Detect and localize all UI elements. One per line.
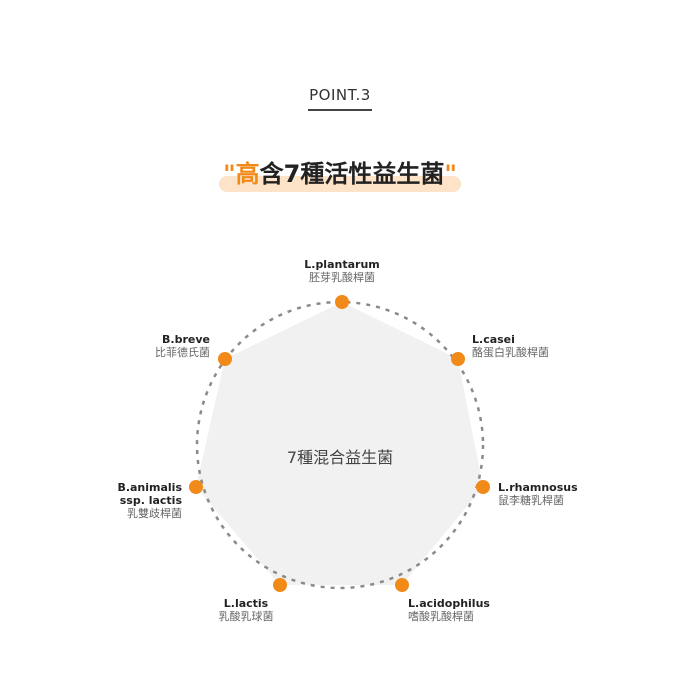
node-label-animalis: B.animalis ssp. lactis 乳雙歧桿菌	[60, 481, 182, 520]
node-dot-lactis	[273, 578, 287, 592]
node-zh: 乳酸乳球菌	[218, 610, 274, 623]
node-en: B.breve	[162, 333, 210, 346]
center-label: 7種混合益生菌	[286, 448, 394, 467]
heptagon-shape	[196, 302, 483, 585]
node-label-lactis: L.lactis 乳酸乳球菌	[186, 597, 306, 623]
node-dot-rhamnosus	[476, 480, 490, 494]
node-label-casei: L.casei 酪蛋白乳酸桿菌	[472, 333, 592, 359]
node-en: L.lactis	[223, 597, 269, 610]
node-zh: 乳雙歧桿菌	[127, 507, 182, 520]
node-en-line2: ssp. lactis	[119, 494, 182, 507]
headline-highlight-bar	[219, 176, 461, 192]
node-zh: 鼠李糖乳桿菌	[498, 494, 564, 507]
headline-text: 含7種活性益生菌	[259, 160, 445, 188]
point-underline	[308, 109, 372, 111]
node-zh: 比菲德氏菌	[155, 346, 210, 359]
node-en: L.acidophilus	[408, 597, 490, 610]
node-dot-breve	[218, 352, 232, 366]
node-dot-animalis	[189, 480, 203, 494]
node-label-breve: B.breve 比菲德氏菌	[88, 333, 210, 359]
point-label: POINT.3	[309, 86, 371, 104]
node-dot-casei	[451, 352, 465, 366]
headline: "高含7種活性益生菌"	[0, 154, 680, 192]
node-dot-plantarum	[335, 295, 349, 309]
node-zh: 嗜酸乳酸桿菌	[408, 610, 474, 623]
node-en-line1: B.animalis	[117, 481, 182, 494]
node-en: L.plantarum	[304, 258, 380, 271]
headline-quote-close: "	[444, 160, 457, 188]
node-dot-acidophilus	[395, 578, 409, 592]
node-label-plantarum: L.plantarum 胚芽乳酸桿菌	[282, 258, 402, 284]
node-label-acidophilus: L.acidophilus 嗜酸乳酸桿菌	[408, 597, 528, 623]
headline-highlight: 高	[235, 160, 260, 188]
node-zh: 酪蛋白乳酸桿菌	[472, 346, 549, 359]
node-zh: 胚芽乳酸桿菌	[309, 271, 375, 284]
headline-quote-open: "	[223, 160, 236, 188]
node-en: L.casei	[472, 333, 515, 346]
node-en: L.rhamnosus	[498, 481, 578, 494]
node-label-rhamnosus: L.rhamnosus 鼠李糖乳桿菌	[498, 481, 618, 507]
